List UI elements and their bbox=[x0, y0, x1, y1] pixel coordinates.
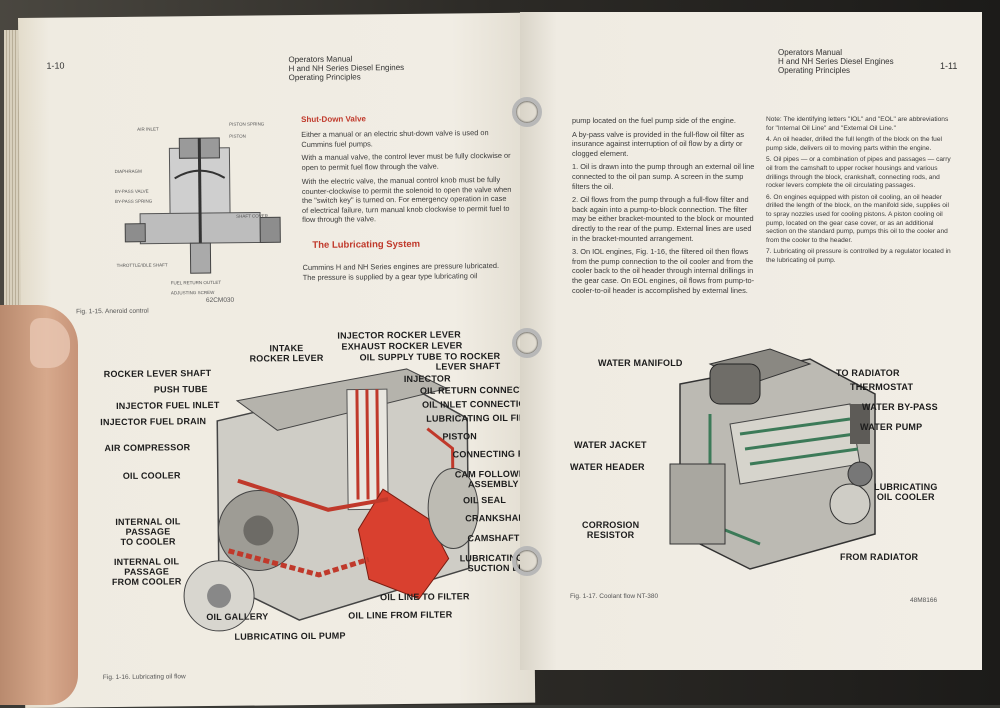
label-oil-line-to-filter: OIL LINE TO FILTER bbox=[380, 591, 470, 603]
label-water-bypass: WATER BY-PASS bbox=[862, 402, 938, 412]
label-oil-line-from-filter: OIL LINE FROM FILTER bbox=[348, 609, 453, 621]
fig117-caption: Fig. 1-17. Coolant flow NT-380 bbox=[570, 593, 659, 600]
binder-ring bbox=[512, 97, 542, 127]
label-water-manifold: WATER MANIFOLD bbox=[598, 358, 683, 368]
fig115-label: THROTTLE/IDLE SHAFT bbox=[116, 262, 168, 268]
fig115-label: BY-PASS VALVE bbox=[114, 188, 149, 194]
header-line: Operating Principles bbox=[778, 66, 851, 75]
paragraph: pump located on the fuel pump side of th… bbox=[572, 116, 736, 125]
binder-ring bbox=[512, 328, 542, 358]
paragraph: Either a manual or an electric shut-down… bbox=[301, 128, 489, 149]
label-water-header: WATER HEADER bbox=[570, 462, 645, 472]
paragraph: A by-pass valve is provided in the full-… bbox=[572, 129, 745, 158]
label-injector-fuel-inlet: INJECTOR FUEL INLET bbox=[116, 399, 220, 411]
paragraph: Cummins H and NH Series engines are pres… bbox=[302, 260, 500, 282]
fig117-code: 48M8166 bbox=[910, 597, 938, 604]
fig116-caption: Fig. 1-16. Lubricating oil flow bbox=[102, 673, 186, 682]
label-oil-return-connection: OIL RETURN CONNECTION bbox=[419, 384, 536, 396]
label-lubricating-oil-cooler: LUBRICATING OIL COOLER bbox=[874, 482, 938, 502]
label-injector: INJECTOR bbox=[403, 373, 451, 384]
right-page: Operators Manual H and NH Series Diesel … bbox=[520, 12, 982, 670]
header-line: Operators Manual bbox=[778, 48, 843, 57]
label-water-jacket: WATER JACKET bbox=[574, 440, 647, 450]
aneroid-control-drawing bbox=[124, 137, 281, 274]
paragraph: 6. On engines equipped with piston oil c… bbox=[766, 193, 949, 244]
paragraph: 2. Oil flows from the pump through a ful… bbox=[572, 195, 754, 243]
header-line: H and NH Series Diesel Engines bbox=[778, 57, 894, 66]
label-lubricating-oil-filter: LUBRICATING OIL FILTER bbox=[426, 412, 536, 424]
label-oil-seal: OIL SEAL bbox=[463, 494, 507, 506]
fig115-label: BY-PASS SPRING bbox=[114, 198, 153, 204]
label-oil-inlet-connection: OIL INLET CONNECTION bbox=[422, 398, 533, 410]
fig115-label: SHAFT COVER bbox=[236, 213, 269, 219]
paragraph: With the electric valve, the manual cont… bbox=[301, 174, 512, 225]
section-title-lubricating: The Lubricating System bbox=[312, 238, 421, 251]
label-internal-oil-passage-from-cooler: INTERNAL OIL PASSAGE FROM COOLER bbox=[111, 556, 182, 588]
right-col2: Note: The identifying letters "IOL" and … bbox=[766, 116, 956, 266]
fig115-label: DIAPHRAGM bbox=[114, 168, 142, 174]
fig115-label: FUEL RETURN OUTLET bbox=[170, 279, 222, 286]
section-title-shutdown: Shut-Down Valve bbox=[301, 114, 367, 125]
left-page: 1-10 Operators Manual H and NH Series Di… bbox=[18, 12, 536, 708]
label-push-tube: PUSH TUBE bbox=[153, 384, 208, 395]
label-rocker-lever-shaft: ROCKER LEVER SHAFT bbox=[103, 367, 212, 380]
fig115-code: 62CM030 bbox=[205, 296, 235, 305]
label-intake-rocker-lever: INTAKE ROCKER LEVER bbox=[249, 343, 324, 364]
label-thermostat: THERMOSTAT bbox=[850, 382, 914, 392]
paragraph: Note: The identifying letters "IOL" and … bbox=[766, 116, 949, 132]
right-col1: pump located on the fuel pump side of th… bbox=[572, 116, 758, 295]
label-to-radiator: TO RADIATOR bbox=[836, 368, 900, 378]
right-page-header: Operators Manual H and NH Series Diesel … bbox=[778, 48, 894, 75]
paragraph: 1. Oil is drawn into the pump through an… bbox=[572, 162, 755, 191]
fig115-label: PISTON SPRING bbox=[229, 121, 265, 127]
label-injector-rocker-lever: INJECTOR ROCKER LEVER bbox=[337, 329, 461, 341]
label-exhaust-rocker-lever: EXHAUST ROCKER LEVER bbox=[341, 340, 463, 352]
paragraph: 7. Lubricating oil pressure is controlle… bbox=[766, 248, 951, 264]
label-piston: PISTON bbox=[442, 431, 478, 442]
label-air-compressor: AIR COMPRESSOR bbox=[104, 442, 191, 454]
label-oil-cooler: OIL COOLER bbox=[122, 470, 181, 481]
paragraph: With a manual valve, the control lever m… bbox=[301, 150, 511, 172]
left-page-header: Operators Manual H and NH Series Diesel … bbox=[288, 54, 404, 82]
label-water-pump: WATER PUMP bbox=[860, 422, 923, 432]
thumbnail bbox=[30, 318, 70, 368]
fig115-caption: Fig. 1-15. Aneroid control bbox=[76, 307, 149, 316]
lubrication-engine-drawing bbox=[183, 368, 479, 632]
label-injector-fuel-drain: INJECTOR FUEL DRAIN bbox=[100, 416, 207, 428]
coolant-engine-drawing bbox=[669, 348, 876, 570]
fig115-label: AIR INLET bbox=[137, 126, 159, 132]
binder-ring bbox=[512, 546, 542, 576]
left-page-number: 1-10 bbox=[46, 60, 65, 71]
label-from-radiator: FROM RADIATOR bbox=[840, 552, 919, 562]
label-lubricating-oil-pump: LUBRICATING OIL PUMP bbox=[234, 630, 346, 642]
paragraph: 5. Oil pipes — or a combination of pipes… bbox=[766, 156, 951, 190]
fig115-label: PISTON bbox=[229, 133, 246, 139]
label-internal-oil-passage-to-cooler: INTERNAL OIL PASSAGE TO COOLER bbox=[115, 516, 181, 547]
label-camshaft: CAMSHAFT bbox=[467, 532, 520, 544]
label-oil-supply-tube: OIL SUPPLY TUBE TO ROCKER LEVER SHAFT bbox=[359, 350, 501, 372]
label-oil-gallery: OIL GALLERY bbox=[206, 611, 269, 623]
label-corrosion-resistor: CORROSION RESISTOR bbox=[582, 520, 640, 540]
thumb bbox=[0, 305, 78, 705]
paragraph: 3. On IOL engines, Fig. 1-16, the filter… bbox=[572, 247, 755, 295]
paragraph: 4. An oil header, drilled the full lengt… bbox=[766, 136, 942, 152]
right-page-number: 1-11 bbox=[940, 61, 958, 71]
header-line: Operating Principles bbox=[288, 72, 361, 83]
